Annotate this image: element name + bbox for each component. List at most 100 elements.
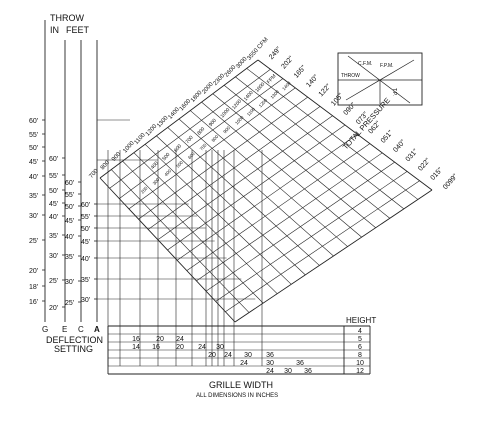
pressure-label: 022" <box>417 157 432 173</box>
fpm-label: 500 <box>161 152 171 162</box>
throw-scales: 60'55'50'45'40'35'30'25'20'18'16'60'55'5… <box>29 20 256 334</box>
scale-a-label: 30' <box>81 297 90 304</box>
grille-width-value: 24 <box>266 368 274 375</box>
throw-title: THROW <box>50 13 84 23</box>
legend-fpm: F.P.M. <box>380 63 394 69</box>
pressure-label: 165" <box>293 64 308 80</box>
scale-e-label: 45' <box>49 201 58 208</box>
scale-c-label: 45' <box>65 218 74 225</box>
scale-c-label: 35' <box>65 254 74 261</box>
grille-width-value: 30 <box>284 368 292 375</box>
grid-line-ne <box>176 134 358 261</box>
grid-line-nw <box>111 169 250 313</box>
scale-c-label: 50' <box>65 204 74 211</box>
grille-width-value: 20 <box>176 344 184 351</box>
cfm-inner-label: 400 <box>163 168 172 177</box>
deflection-letter-a: A <box>94 325 100 334</box>
scale-a-label: 45' <box>81 239 90 246</box>
scale-e-label: 55' <box>49 173 58 180</box>
cfm-inner-label: 1000 <box>234 115 245 126</box>
legend-throw: THROW <box>341 73 360 79</box>
deflection-letter-c: C <box>78 325 84 334</box>
scale-c-label: 40' <box>65 234 74 241</box>
fpm-label: 800 <box>196 126 206 136</box>
pressure-label: 015" <box>430 166 445 182</box>
scale-c-label: 25' <box>65 300 74 307</box>
grille-width-value: 36 <box>266 352 274 359</box>
pressure-label: 051" <box>380 129 395 145</box>
scale-c-label: 60' <box>65 180 74 187</box>
grille-width-value: 16 <box>132 336 140 343</box>
scale-a-label: 50' <box>81 226 90 233</box>
in-label: IN <box>50 25 59 35</box>
grid-line-ne <box>225 180 420 312</box>
scale-e-label: 25' <box>49 278 58 285</box>
pressure-label: 040" <box>392 138 407 154</box>
scale-a-label: 55' <box>81 214 90 221</box>
cfm-label: 700 <box>89 168 101 180</box>
pressure-label: 0099" <box>442 173 460 191</box>
scale-g-label: 18' <box>29 284 38 291</box>
scale-c-label: 30' <box>65 279 74 286</box>
scale-g-label: 20' <box>29 268 38 275</box>
legend-cfm: C.F.M. <box>358 61 372 67</box>
height-value: 8 <box>358 352 362 359</box>
scale-g-label: 60' <box>29 118 38 125</box>
cfm-label: 900 <box>111 151 123 163</box>
fpm-label: 700 <box>185 135 195 145</box>
height-value: 6 <box>358 344 362 351</box>
legend-box: C.F.M. F.P.M. THROW T.P. <box>337 52 423 106</box>
scale-g-label: 50' <box>29 145 38 152</box>
fpm-label: FPM <box>266 73 278 85</box>
cfm-inner-label: 1300 <box>269 89 280 100</box>
fpm-label: 600 <box>173 143 183 153</box>
grille-width-value: 20 <box>208 352 216 359</box>
scale-g-label: 40' <box>29 174 38 181</box>
height-title: HEIGHT <box>346 316 376 325</box>
scale-e-label: 20' <box>49 305 58 312</box>
grid-line-nw <box>178 118 334 257</box>
grid-line-ne <box>234 189 433 323</box>
cfm-inner-label: 300 <box>152 177 161 186</box>
grid-line-nw <box>122 160 264 304</box>
grid-line-nw <box>99 177 236 323</box>
cfm-inner-label: 200 <box>140 185 149 194</box>
pressure-label: 202" <box>280 55 295 71</box>
grille-width-label: GRILLE WIDTH <box>209 380 273 390</box>
grid-line-nw <box>167 127 320 266</box>
grid-line-ne <box>196 152 383 282</box>
scale-e-label: 60' <box>49 156 58 163</box>
grille-width-value: 30 <box>216 344 224 351</box>
scale-e-label: 50' <box>49 188 58 195</box>
cfm-inner-label: 1400 <box>281 80 292 91</box>
pressure-label: 031" <box>405 148 420 164</box>
cfm-inner-label: 1100 <box>246 106 257 117</box>
cfm-label: 3550 CFM <box>247 37 270 62</box>
cfm-inner-label: 500 <box>175 159 184 168</box>
dimensions-note: ALL DIMENSIONS IN INCHES <box>196 393 278 399</box>
grille-width-value: 20 <box>156 336 164 343</box>
deflection-letter-g: G <box>42 325 48 334</box>
grille-width-value: 24 <box>176 336 184 343</box>
grid-line-ne <box>215 171 408 302</box>
pressure-label: 249" <box>268 46 283 62</box>
scale-a-label: 60' <box>81 202 90 209</box>
scale-c-label: 55' <box>65 192 74 199</box>
pressure-label: 140" <box>305 73 320 89</box>
feet-label: FEET <box>66 25 90 35</box>
deflection-letter-e: E <box>62 325 67 334</box>
grille-width-value: 36 <box>296 360 304 367</box>
cfm-inner-label: 800 <box>211 134 220 143</box>
grille-width-value: 24 <box>198 344 206 351</box>
grid-line-nw <box>156 135 306 276</box>
height-value: 4 <box>358 328 362 335</box>
diagonal-grid: 3550 CFM30002600230020001800160014001300… <box>89 37 460 366</box>
height-value: 10 <box>356 360 364 367</box>
scale-g-label: 25' <box>29 238 38 245</box>
height-value: 5 <box>358 336 362 343</box>
pressure-label: 090" <box>343 101 358 117</box>
scale-g-label: 30' <box>29 213 38 220</box>
cfm-inner-label: 700 <box>199 142 208 151</box>
